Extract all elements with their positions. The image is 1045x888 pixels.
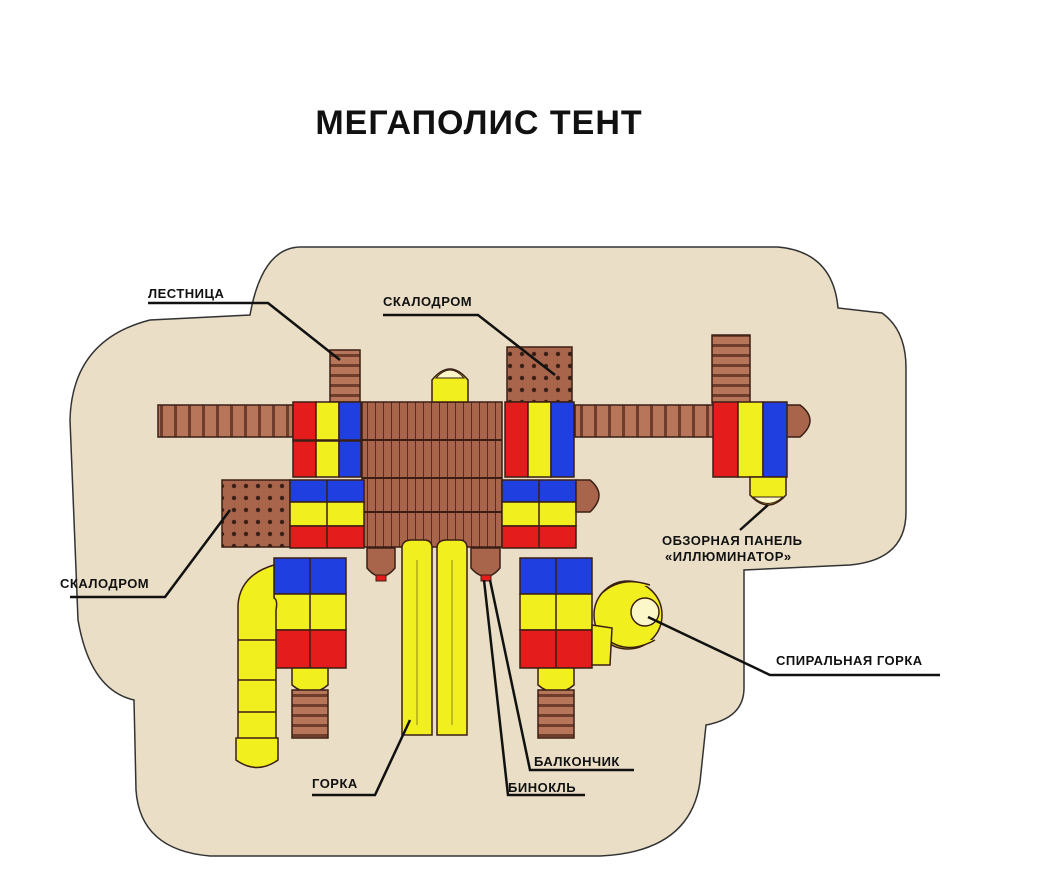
leader-binoculars <box>482 579 585 797</box>
label-climbing-wall-top: СКАЛОДРОМ <box>383 294 472 309</box>
balcony-round-right <box>575 479 600 513</box>
walkway-end-cap <box>784 404 811 438</box>
leader-ladder <box>148 301 341 361</box>
tower-center-mid <box>501 479 577 549</box>
tube-slide-left <box>235 563 279 769</box>
tower-lower-left <box>273 557 347 669</box>
climbing-wall-top <box>506 346 573 403</box>
tower-left-top <box>292 401 362 478</box>
stairs-lower-right <box>537 689 575 739</box>
slide-double <box>401 539 468 736</box>
label-ladder: ЛЕСТНИЦА <box>148 286 225 301</box>
label-viewing-panel-line1: ОБЗОРНАЯ ПАНЕЛЬ <box>662 533 803 548</box>
ladder-right <box>711 334 751 404</box>
leader-viewing-panel <box>739 504 769 531</box>
spiral-slide <box>591 580 663 666</box>
label-viewing-panel-line2: «ИЛЛЮМИНАТОР» <box>665 549 792 564</box>
leader-climbing-wall-top <box>383 313 556 376</box>
label-spiral-slide: СПИРАЛЬНАЯ ГОРКА <box>776 653 923 668</box>
central-deck <box>361 401 503 548</box>
page-title: МЕГАПОЛИС ТЕНТ <box>315 104 643 142</box>
label-climbing-wall-left: СКАЛОДРОМ <box>60 576 149 591</box>
label-binoculars: БИНОКЛЬ <box>508 780 576 795</box>
leader-balcony <box>488 579 634 772</box>
tower-left-mid <box>289 479 365 549</box>
dome-lower-left <box>291 667 329 694</box>
tower-center-top <box>504 401 575 478</box>
ladder <box>329 349 361 403</box>
balcony-left <box>366 547 396 578</box>
leader-climbing-wall-left <box>70 509 232 599</box>
walkway-right <box>574 404 716 438</box>
walkway-left <box>157 404 294 438</box>
climbing-wall-left <box>221 479 291 548</box>
dome-lower-right <box>537 667 575 694</box>
label-slide: ГОРКА <box>312 776 358 791</box>
binoculars-icon <box>480 574 492 582</box>
balcony-right <box>470 547 501 578</box>
label-balcony: БАЛКОНЧИК <box>534 754 620 769</box>
leader-spiral-slide <box>647 615 940 677</box>
leader-slide <box>312 719 412 797</box>
tower-lower-right <box>519 557 593 669</box>
stairs-lower-left <box>291 689 329 739</box>
tower-right <box>712 401 788 478</box>
